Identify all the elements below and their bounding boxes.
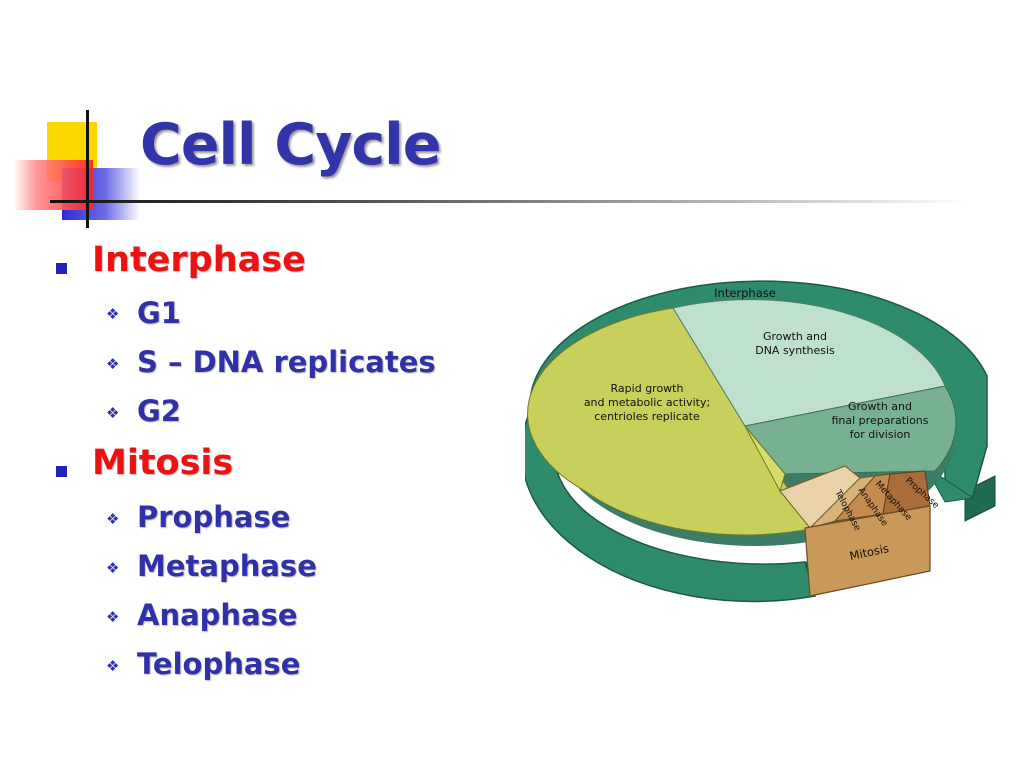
diamond-bullet-icon: ❖: [106, 657, 120, 675]
diamond-bullet-icon: ❖: [106, 305, 120, 323]
g2-wedge: [744, 385, 957, 475]
diamond-bullet-icon: ❖: [106, 355, 120, 373]
bullet-interphase: Interphase: [92, 240, 306, 280]
g1-wedge: [527, 307, 816, 536]
g1-label-line2: and metabolic activity;: [584, 396, 710, 409]
s-label-line1: Growth and: [763, 330, 827, 343]
diamond-bullet-icon: ❖: [106, 559, 120, 577]
g1-center-wedge: [744, 425, 786, 493]
subbullet-prophase: Prophase: [137, 500, 291, 534]
diamond-bullet-icon: ❖: [106, 608, 120, 626]
subbullet-metaphase: Metaphase: [137, 549, 317, 583]
slide-title: Cell Cycle: [140, 112, 441, 178]
subbullet-anaphase: Anaphase: [137, 598, 298, 632]
bullet-mitosis: Mitosis: [92, 443, 234, 483]
subbullet-s-phase: S – DNA replicates: [137, 345, 436, 379]
title-underline: [50, 200, 970, 203]
g2-label-line2: final preparations: [831, 414, 928, 427]
diamond-bullet-icon: ❖: [106, 510, 120, 528]
s-label-line2: DNA synthesis: [755, 344, 835, 357]
diamond-bullet-icon: ❖: [106, 404, 120, 422]
title-decoration-vertical-line: [86, 110, 89, 228]
g2-label-line3: for division: [850, 428, 911, 441]
s-wedge: [672, 299, 946, 427]
mitosis-block: [804, 505, 931, 597]
g1-label-line3: centrioles replicate: [594, 410, 700, 423]
subbullet-g2: G2: [137, 394, 181, 428]
g1-label-line1: Rapid growth: [611, 382, 684, 395]
bullet-square-icon: [56, 466, 67, 477]
interphase-ring-label: Interphase: [714, 286, 776, 300]
cell-cycle-diagram: Interphase Growth and DNA synthesis Rapi…: [525, 280, 996, 603]
bullet-square-icon: [56, 263, 67, 274]
subbullet-telophase: Telophase: [137, 647, 301, 681]
subbullet-g1: G1: [137, 296, 181, 330]
g2-label-line1: Growth and: [848, 400, 912, 413]
